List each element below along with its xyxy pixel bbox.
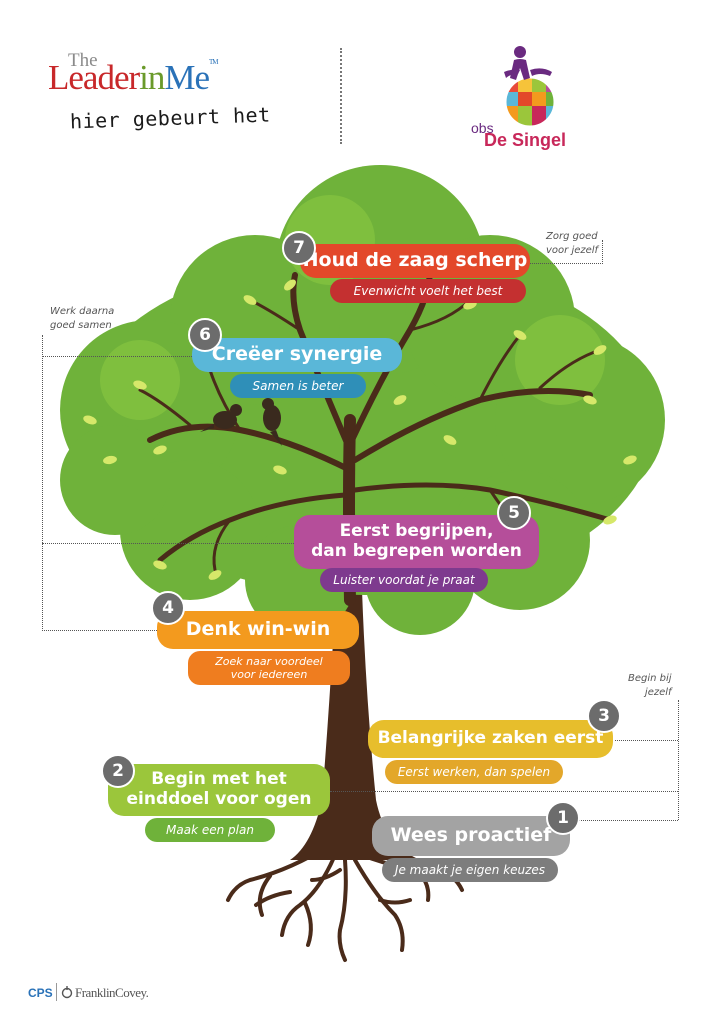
habit-4-subtitle-line2: voor iedereen <box>230 668 308 681</box>
franklincovey-mark-icon <box>61 986 73 999</box>
school-logo-icon <box>504 46 555 127</box>
note-connector-7 <box>525 263 603 264</box>
habit-4-number: 4 <box>151 591 185 625</box>
habit-2-subtitle: Maak een plan <box>145 818 275 842</box>
habit-6-number: 6 <box>188 318 222 352</box>
right-connector-1 <box>570 820 678 821</box>
header-divider <box>340 48 342 144</box>
logo-in-text: in <box>139 58 165 97</box>
note-right-line1: Begin bij <box>628 673 672 684</box>
habit-5-title-line1: Eerst begrijpen, <box>339 521 494 542</box>
left-connector-5 <box>42 543 294 544</box>
habit-2-title: Begin met het einddoel voor ogen <box>108 764 330 816</box>
logo-tm-text: TM <box>209 58 218 66</box>
habit-7-title: Houd de zaag scherp <box>300 244 530 278</box>
habit-5-number: 5 <box>497 496 531 530</box>
logo-leader-text: Leader <box>48 58 140 97</box>
note-left-line2: goed samen <box>50 319 112 331</box>
habit-7-number: 7 <box>282 231 316 265</box>
school-obs-label: obs <box>471 120 494 136</box>
habit-6-subtitle: Samen is beter <box>230 374 366 398</box>
footer-separator <box>56 983 57 1001</box>
right-connector-2 <box>330 791 678 792</box>
habit-3-number: 3 <box>587 699 621 733</box>
logo-me-text: Me <box>164 58 210 97</box>
habit-1-number: 1 <box>546 801 580 835</box>
note-connector-7-vertical <box>602 240 603 264</box>
habit-5-title: Eerst begrijpen, dan begrepen worden <box>294 515 539 569</box>
note-left: Werk daarna goed samen <box>50 305 114 332</box>
note-top-right-line2: voor jezelf <box>546 244 599 256</box>
left-connector-6 <box>42 356 192 357</box>
habit-2-number: 2 <box>101 754 135 788</box>
habit-3-title: Belangrijke zaken eerst <box>368 720 613 758</box>
logo-the-text: The <box>68 50 98 71</box>
right-bracket-line <box>678 700 679 820</box>
footer-franklincovey-logo: FranklinCovey. <box>75 985 149 1000</box>
birds-icon <box>200 398 282 446</box>
school-name: De Singel <box>484 130 567 150</box>
habit-5-subtitle: Luister voordat je praat <box>320 568 488 592</box>
habit-4-title: Denk win-win <box>157 611 359 649</box>
footer-cps-logo: CPS <box>28 986 53 1000</box>
left-connector-4 <box>42 630 157 631</box>
habit-6-title: Creëer synergie <box>192 338 402 372</box>
note-top-right-line1: Zorg goed <box>546 231 598 242</box>
right-connector-3 <box>615 740 678 741</box>
note-left-line1: Werk daarna <box>50 306 115 317</box>
note-top-right: Zorg goed voor jezelf <box>546 230 598 257</box>
note-right: Begin bij jezelf <box>628 672 672 699</box>
habit-5-title-line2: dan begrepen worden <box>311 541 522 561</box>
left-bracket-line <box>42 335 43 631</box>
habit-4-subtitle: Zoek naar voordeel voor iedereen <box>188 651 350 685</box>
habit-4-subtitle-line1: Zoek naar voordeel <box>215 654 323 668</box>
habit-2-title-line2: einddoel voor ogen <box>126 789 312 809</box>
habit-2-title-line1: Begin met het <box>151 769 287 790</box>
habit-1-title: Wees proactief <box>372 816 570 856</box>
habit-3-subtitle: Eerst werken, dan spelen <box>385 760 563 784</box>
tree-trunk <box>290 590 420 860</box>
leader-in-me-logo: LeaderinMeTM <box>48 58 218 98</box>
habit-7-subtitle: Evenwicht voelt het best <box>330 279 526 303</box>
tree-leaves <box>83 279 637 580</box>
note-right-line2: jezelf <box>644 686 672 698</box>
habit-1-subtitle: Je maakt je eigen keuzes <box>382 858 558 882</box>
